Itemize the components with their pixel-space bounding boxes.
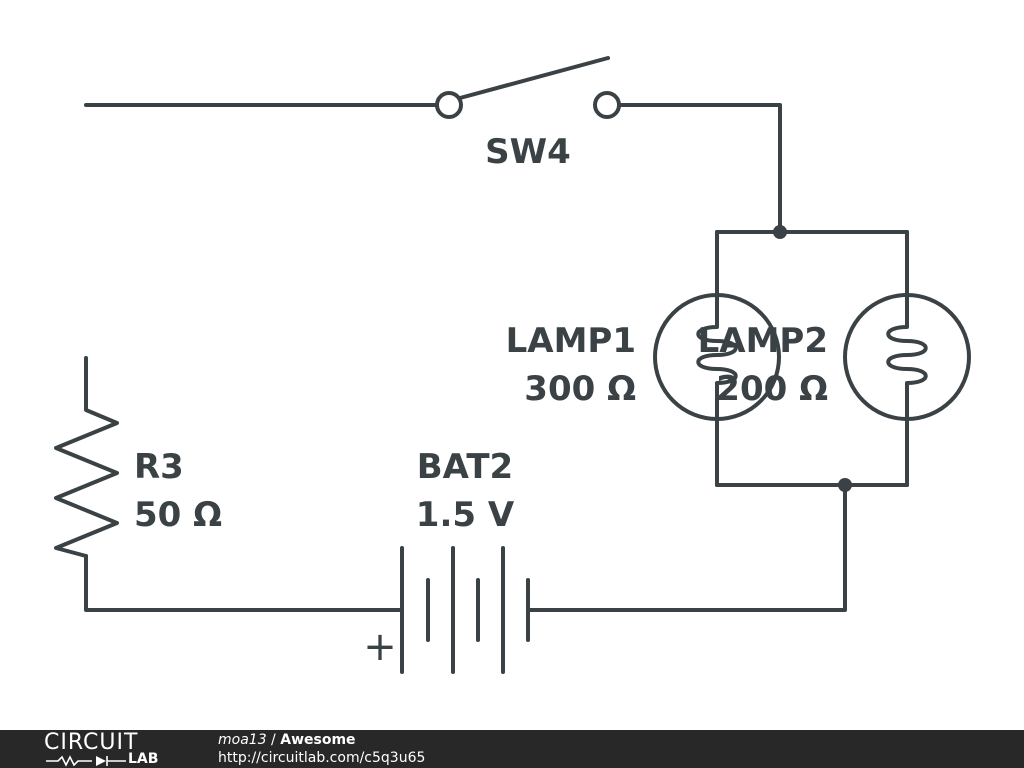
lamp2-bulb <box>843 293 971 421</box>
resistor-value: 50 Ω <box>134 495 222 535</box>
meta-separator: / <box>266 732 281 748</box>
battery-polarity: + <box>363 624 397 670</box>
lamp2[interactable] <box>843 293 971 421</box>
battery-label: BAT2 <box>417 447 513 487</box>
wire-lamps-to-battery <box>526 483 847 612</box>
lamp1-filament <box>696 298 738 416</box>
switch-label: SW4 <box>485 132 571 172</box>
lamp1-value: 300 Ω <box>524 369 636 409</box>
circuit-url[interactable]: http://circuitlab.com/c5q3u65 <box>218 750 426 766</box>
battery-value: 1.5 V <box>416 495 515 535</box>
circuit-schematic: + SW4 LAMP1 300 Ω LAMP2 200 Ω R3 50 Ω BA… <box>54 56 971 674</box>
lamp1[interactable] <box>653 293 781 421</box>
switch-terminal-left <box>435 91 463 119</box>
circuit-author[interactable]: moa13 <box>218 732 267 748</box>
wire-battery-to-resistor <box>84 554 404 612</box>
wire-switch-to-lamps <box>617 103 782 234</box>
switch-lever <box>458 56 610 100</box>
lamp1-bulb <box>653 293 781 421</box>
battery-bat2[interactable] <box>400 546 530 674</box>
circuitlab-logo[interactable]: CIRCUIT LAB <box>44 730 174 767</box>
resistor-r3[interactable] <box>54 356 119 558</box>
resistor-zigzag <box>54 356 119 558</box>
lamp2-value: 200 Ω <box>716 369 828 409</box>
lamp2-filament <box>886 298 928 416</box>
footer-bar: CIRCUIT LAB moa13 / Awesome http://circu… <box>0 730 1024 768</box>
lamp1-label: LAMP1 <box>506 321 636 361</box>
switch-sw4[interactable] <box>435 56 621 119</box>
logo-lab-text: LAB <box>128 751 159 767</box>
logo-circuit-text: CIRCUIT <box>44 730 139 755</box>
circuit-title[interactable]: Awesome <box>280 732 356 748</box>
circuit-owner-line: moa13 / Awesome <box>218 731 425 749</box>
switch-terminal-right <box>593 91 621 119</box>
resistor-label: R3 <box>134 447 184 487</box>
logo-waveform-icon <box>46 755 126 767</box>
circuit-meta: moa13 / Awesome http://circuitlab.com/c5… <box>218 731 425 767</box>
lamp2-label: LAMP2 <box>698 321 828 361</box>
